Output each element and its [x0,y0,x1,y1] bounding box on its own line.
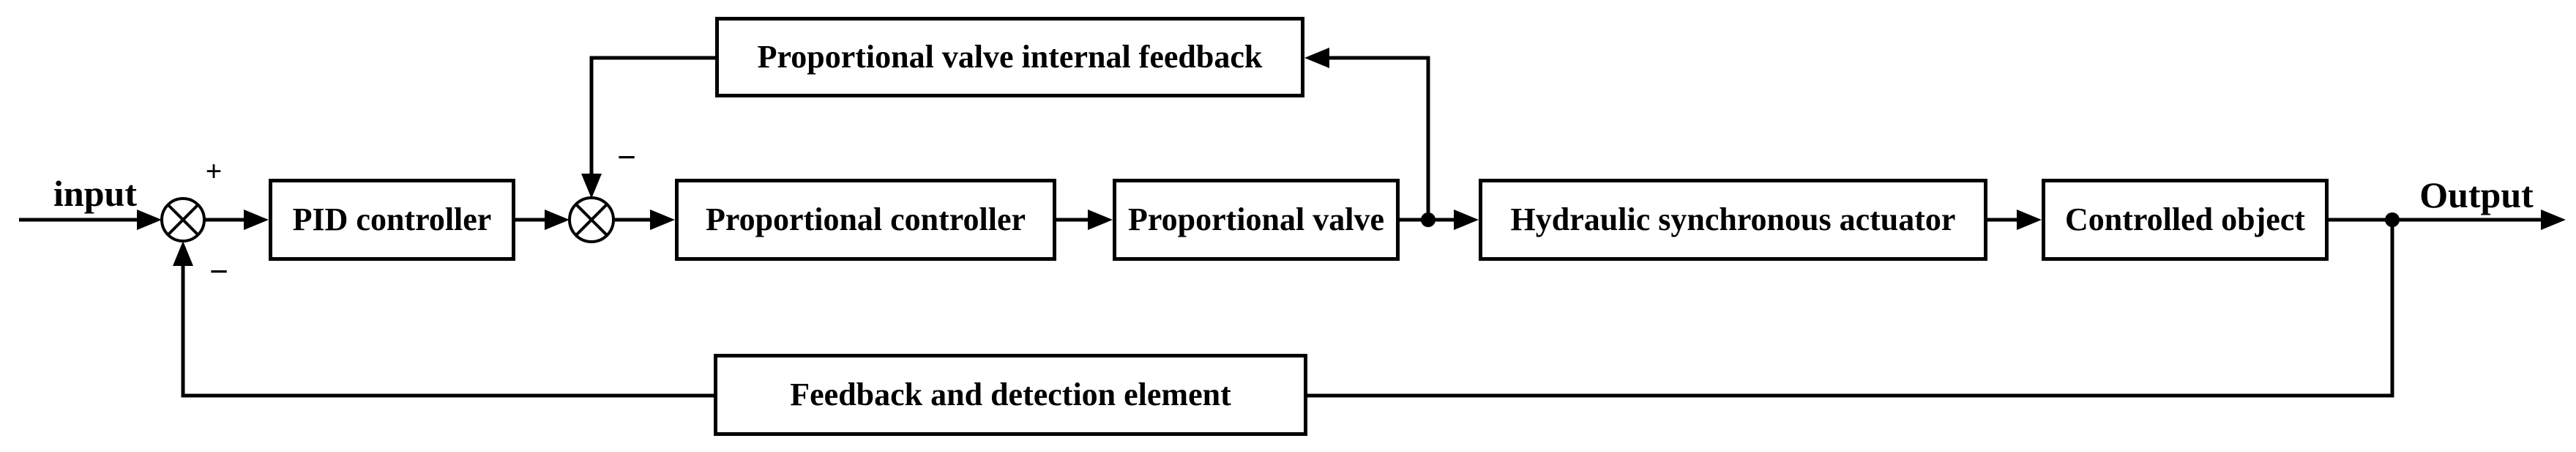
valve-pickoff-to-internal-feedback-line [1329,56,1430,220]
internal-feedback-to-sum2-line [589,56,715,174]
pid-arrowhead [244,210,269,230]
block-pid-controller-label: PID controller [292,201,492,237]
output-pickoff-node [2385,212,2400,227]
block-valve-internal-feedback: Proportional valve internal feedback [715,17,1304,97]
sum1-bottom-arrowhead [173,241,193,266]
arrowheads [137,48,2566,266]
block-hydraulic-actuator: Hydraulic synchronous actuator [1479,179,1987,261]
controlled-object-arrowhead [2017,210,2042,230]
sum2-junction-icon [568,196,615,243]
block-proportional-controller: Proportional controller [675,179,1056,261]
internal-feedback-entry-arrowhead [1304,48,1329,68]
sum1-minus-sign: − [209,253,229,290]
sum2-minus-sign: − [616,138,637,176]
valve-pickoff-node [1421,212,1436,227]
pickoff-nodes [1421,212,2400,227]
input-label: input [53,173,137,214]
prop-controller-arrowhead [650,210,675,230]
summing-junctions [160,196,615,243]
prop-valve-arrowhead [1088,210,1113,230]
block-proportional-valve: Proportional valve [1113,179,1400,261]
block-controlled-object-label: Controlled object [2065,201,2305,237]
sum1-plus-sign: + [205,155,223,188]
block-proportional-valve-label: Proportional valve [1128,201,1384,237]
block-controlled-object: Controlled object [2042,179,2329,261]
sum2-top-arrowhead [581,174,602,199]
output-label: Output [2419,174,2534,215]
block-pid-controller: PID controller [269,179,515,261]
feedback-to-sum1-line [181,265,714,398]
output-pickoff-to-feedback-line [1307,220,2394,398]
connector-lines [19,56,2542,398]
input-arrowhead [137,210,162,230]
block-valve-internal-feedback-label: Proportional valve internal feedback [757,39,1263,75]
block-feedback-detection-label: Feedback and detection element [790,377,1231,412]
sum2-left-arrowhead [545,210,570,230]
actuator-arrowhead [1454,210,1479,230]
block-feedback-detection: Feedback and detection element [714,354,1307,436]
sum1-junction-icon [160,197,206,242]
output-arrowhead [2541,210,2566,230]
block-hydraulic-actuator-label: Hydraulic synchronous actuator [1510,201,1956,237]
block-proportional-controller-label: Proportional controller [705,201,1026,237]
